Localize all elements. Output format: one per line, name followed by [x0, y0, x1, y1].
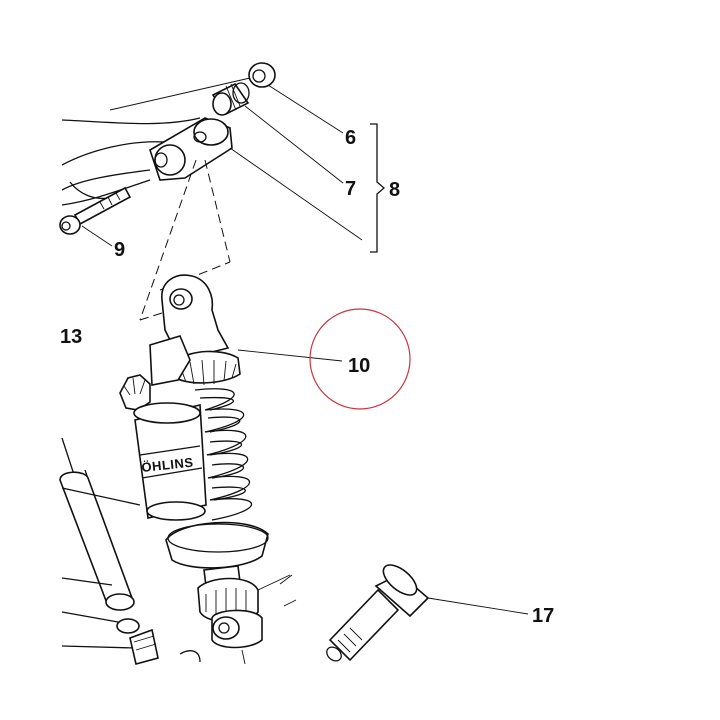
callout-8: 8 [389, 179, 400, 201]
leader-lines [81, 84, 529, 615]
bracket-part-8 [370, 123, 385, 253]
callout-10: 10 [348, 355, 370, 377]
callout-7: 7 [345, 178, 356, 200]
callout-17: 17 [532, 605, 554, 627]
adjuster-knob [119, 374, 151, 411]
lower-eye [197, 577, 263, 649]
coil-spring [194, 388, 253, 521]
brand-label: ÖHLINS [141, 455, 194, 475]
bolt-part-9 [59, 186, 132, 235]
bushing-part-7 [211, 82, 250, 116]
bolt-part-17 [326, 564, 430, 662]
highlight-circle [309, 308, 411, 410]
callout-6: 6 [345, 127, 356, 149]
reservoir-canister: ÖHLINS [133, 402, 207, 521]
shock-absorber-part-10: ÖHLINS [119, 159, 291, 665]
callout-13: 13 [60, 326, 82, 348]
frame-rod-left [59, 437, 297, 665]
rocker-arm [61, 77, 251, 206]
washer-part-6 [248, 62, 276, 88]
callout-9: 9 [114, 239, 125, 261]
